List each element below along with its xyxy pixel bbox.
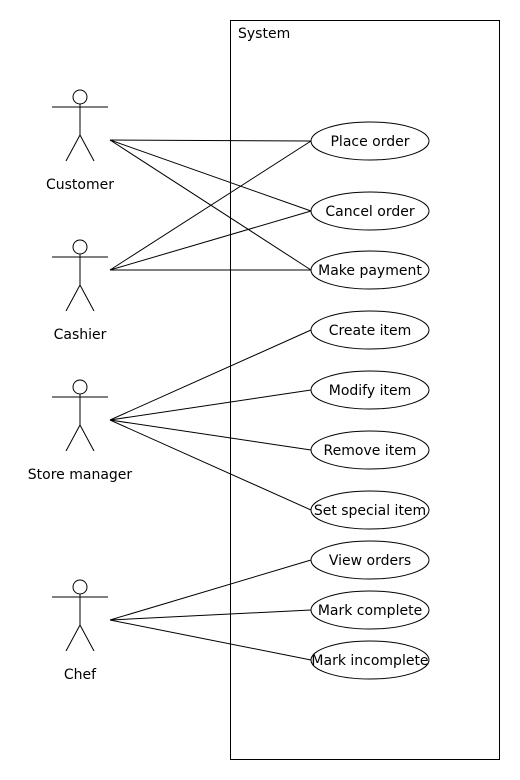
actor-name: Store manager [28,467,133,483]
association-lines [109,139,312,661]
actor-head [72,239,88,255]
actor-right-leg [79,424,95,452]
use-case-mark-incomplete: Mark incomplete [310,640,430,680]
use-case-oval [310,590,430,630]
actor-left-leg [65,284,81,312]
association-line [109,139,312,142]
use-case-label: Place order [330,134,409,150]
association-line [109,419,312,451]
use-case-oval [310,540,430,580]
use-case-label: Mark complete [318,603,422,619]
use-case-mark-complete: Mark complete [310,590,430,630]
actor-chef: Chef [52,579,108,683]
actor-left-leg [65,624,81,652]
use-case-label: Remove item [324,443,417,459]
association-line [109,609,312,621]
actor-head [72,379,88,395]
association-line [109,139,312,212]
use-case-remove-item: Remove item [310,430,430,470]
actor-head [72,89,88,105]
stick-figure-icon [52,89,108,162]
use-case-set-special-item: Set special item [310,490,430,530]
actor-right-leg [79,284,95,312]
actor-store-manager: Store manager [28,379,133,483]
stick-figure-icon [52,239,108,312]
use-case-modify-item: Modify item [310,370,430,410]
use-case-label: Make payment [318,263,422,279]
association-line [109,419,312,511]
use-case-oval [310,191,430,231]
use-case-oval [310,640,430,680]
use-case-label: Cancel order [325,204,414,220]
association-line [109,619,312,661]
actor-name: Chef [64,667,97,683]
actor-cashier: Cashier [52,239,108,343]
system-boundary-box [230,20,500,760]
association-line [109,329,312,421]
actor-name: Customer [46,177,114,193]
association-line [109,389,312,421]
actor-left-leg [65,134,81,162]
system-boundary: System [230,20,500,760]
use-case-place-order: Place order [310,121,430,161]
use-case-oval [310,121,430,161]
use-case-label: Mark incomplete [311,653,428,669]
use-case-label: Create item [329,323,412,339]
actor-right-leg [79,134,95,162]
use-case-cancel-order: Cancel order [310,191,430,231]
use-case-oval [310,490,430,530]
association-line [109,210,312,271]
association-line [109,140,312,271]
actor-left-leg [65,424,81,452]
use-case-oval [310,310,430,350]
stick-figure-icon [52,579,108,652]
use-case-label: View orders [329,553,411,569]
actor-head [72,579,88,595]
use-case-oval [310,430,430,470]
use-case-make-payment: Make payment [310,250,430,290]
use-case-label: Set special item [314,503,426,519]
use-case-view-orders: View orders [310,540,430,580]
use-case-label: Modify item [329,383,411,399]
use-case-create-item: Create item [310,310,430,350]
association-line [109,559,312,621]
actor-name: Cashier [54,327,107,343]
actor-customer: Customer [46,89,114,193]
actor-right-leg [79,624,95,652]
use-case-oval [310,370,430,410]
stick-figure-icon [52,379,108,452]
use-case-oval [310,250,430,290]
system-label: System [238,26,290,42]
